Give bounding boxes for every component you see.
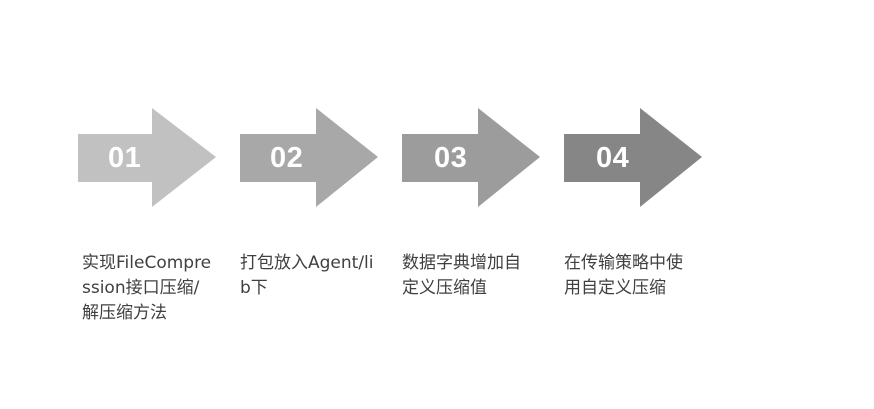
arrow-body bbox=[402, 108, 540, 207]
step-4: 04 在传输策略中使用自定义压缩 bbox=[564, 0, 714, 409]
step-description: 实现FileCompression接口压缩/解压缩方法 bbox=[82, 253, 212, 323]
step-description: 在传输策略中使用自定义压缩 bbox=[564, 253, 683, 298]
arrow-shape bbox=[240, 108, 378, 207]
arrow-body bbox=[78, 108, 216, 207]
arrow-body bbox=[240, 108, 378, 207]
step-description: 数据字典增加自定义压缩值 bbox=[402, 253, 521, 298]
step-1: 01 实现FileCompression接口压缩/解压缩方法 bbox=[78, 0, 228, 409]
step-3: 03 数据字典增加自定义压缩值 bbox=[402, 0, 552, 409]
step-number: 03 bbox=[434, 142, 468, 174]
step-2: 02 打包放入Agent/lib下 bbox=[240, 0, 390, 409]
arrow-shape bbox=[78, 108, 216, 207]
arrow-shape bbox=[564, 108, 702, 207]
step-number: 04 bbox=[596, 142, 630, 174]
step-number: 01 bbox=[108, 142, 142, 174]
arrow-shape bbox=[402, 108, 540, 207]
step-description: 打包放入Agent/lib下 bbox=[240, 253, 374, 298]
step-number: 02 bbox=[270, 142, 304, 174]
arrow-body bbox=[564, 108, 702, 207]
